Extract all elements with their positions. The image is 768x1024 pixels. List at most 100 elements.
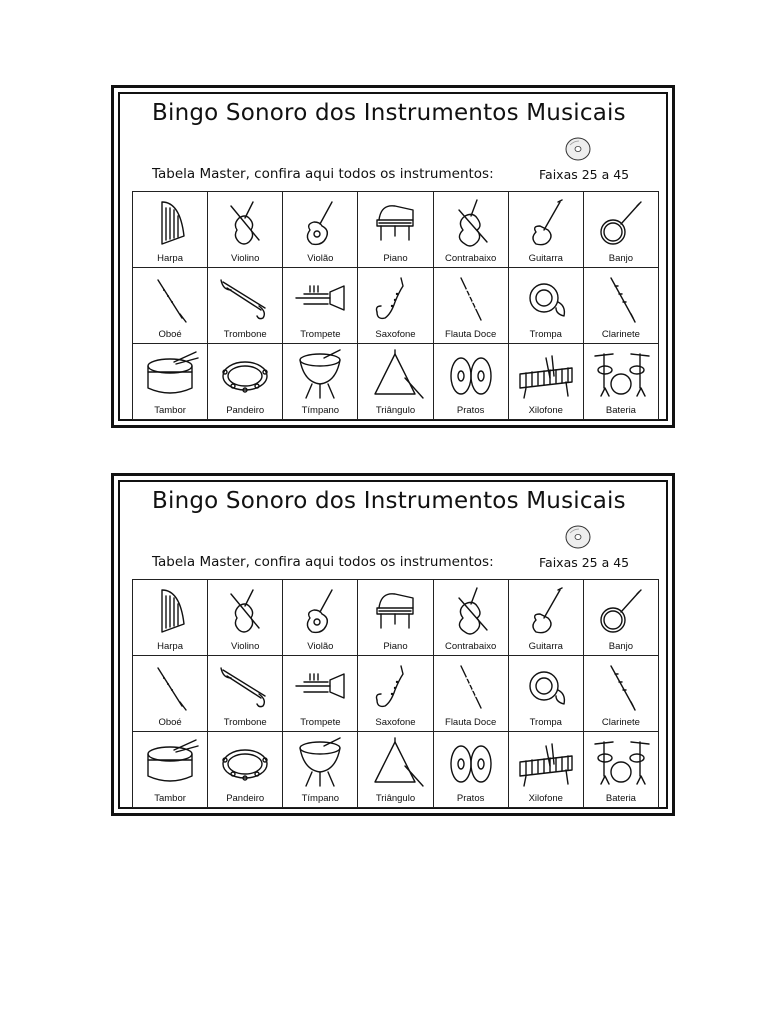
cd-disc-icon (565, 525, 591, 549)
instrument-cell-contrabaixo: Contrabaixo (433, 580, 509, 656)
saxophone-icon (376, 277, 405, 320)
card-title: Bingo Sonoro dos Instrumentos Musicais (152, 100, 626, 126)
instrument-cell-tambor: Tambor (133, 732, 209, 808)
card-title: Bingo Sonoro dos Instrumentos Musicais (152, 488, 626, 514)
trombone-icon (220, 279, 266, 320)
trumpet-icon (295, 285, 346, 311)
xylophone-icon (519, 743, 573, 787)
instrument-cell-piano: Piano (358, 192, 434, 268)
oboe-icon (157, 667, 187, 711)
instrument-cell-violino: Violino (208, 192, 284, 268)
instrument-label: Violino (231, 641, 260, 652)
instrument-cell-banjo: Banjo (583, 580, 659, 656)
timpani-icon (299, 349, 342, 399)
tambourine-icon (222, 749, 268, 781)
instrument-label: Clarinete (601, 717, 640, 728)
clarinet-icon (610, 665, 636, 711)
instrument-label: Piano (383, 253, 408, 264)
instrument-label: Tambor (154, 405, 186, 416)
instrument-label: Bateria (605, 793, 636, 804)
instrument-cell-guitarra: Guitarra (508, 192, 584, 268)
drum-kit-icon (594, 741, 650, 785)
instrument-cell-pandeiro: Pandeiro (208, 344, 284, 420)
instrument-cell-trompete: Trompete (283, 268, 359, 344)
banjo-icon (600, 589, 642, 633)
instrument-cell-trompa: Trompa (508, 656, 584, 732)
drum-icon (147, 351, 199, 394)
instrument-cell-bateria: Bateria (583, 344, 659, 420)
instrument-label: Trompete (300, 329, 341, 340)
triangle-icon (374, 349, 425, 399)
instrument-label: Pratos (456, 793, 485, 804)
instrument-label: Piano (383, 641, 408, 652)
instrument-label: Contrabaixo (445, 253, 497, 264)
instrument-label: Violino (231, 253, 260, 264)
cymbals-icon (449, 357, 492, 395)
instrument-cell-saxofone: Saxofone (358, 656, 434, 732)
instrument-cell-bateria: Bateria (583, 732, 659, 808)
double-bass-icon (457, 199, 488, 247)
instrument-label: Flauta Doce (445, 329, 497, 340)
card-border: Bingo Sonoro dos Instrumentos Musicais T… (118, 480, 668, 809)
triangle-icon (374, 737, 425, 787)
card-border: Bingo Sonoro dos Instrumentos Musicais T… (118, 92, 668, 421)
instrument-cell-clarinete: Clarinete (583, 268, 659, 344)
instrument-label: Oboé (158, 717, 182, 728)
harp-icon (161, 589, 185, 633)
instrument-cell-guitarra: Guitarra (508, 580, 584, 656)
drum-icon (147, 739, 199, 782)
instrument-cell-trombone: Trombone (208, 268, 284, 344)
instrument-label: Violão (307, 641, 334, 652)
electric-guitar-icon (532, 587, 563, 634)
instrument-label: Banjo (608, 253, 634, 264)
instrument-label: Tambor (154, 793, 186, 804)
instrument-cell-triângulo: Triângulo (358, 344, 434, 420)
instrument-cell-harpa: Harpa (133, 192, 209, 268)
instrument-cell-xilofone: Xilofone (508, 344, 584, 420)
instrument-label: Pandeiro (226, 793, 265, 804)
acoustic-guitar-icon (307, 201, 334, 246)
violin-icon (230, 589, 260, 633)
cd-disc-icon (565, 137, 591, 161)
clarinet-icon (610, 277, 636, 323)
instrument-cell-trombone: Trombone (208, 656, 284, 732)
instrument-cell-banjo: Banjo (583, 192, 659, 268)
french-horn-icon (529, 283, 565, 317)
tracks-range: Faixas 25 a 45 (539, 555, 630, 570)
card-subtitle: Tabela Master, confira aqui todos os ins… (152, 166, 494, 182)
instrument-label: Pandeiro (226, 405, 265, 416)
recorder-icon (459, 277, 482, 321)
instrument-label: Saxofone (375, 717, 416, 728)
drum-kit-icon (594, 353, 650, 397)
instrument-label: Trompa (529, 329, 562, 340)
instrument-label: Banjo (608, 641, 634, 652)
grand-piano-icon (376, 205, 415, 241)
saxophone-icon (376, 665, 405, 708)
double-bass-icon (457, 587, 488, 635)
instrument-label: Triângulo (375, 793, 416, 804)
instrument-cell-tímpano: Tímpano (283, 344, 359, 420)
instrument-cell-violino: Violino (208, 580, 284, 656)
instrument-cell-contrabaixo: Contrabaixo (433, 192, 509, 268)
cymbals-icon (449, 745, 492, 783)
instrument-cell-tímpano: Tímpano (283, 732, 359, 808)
instrument-label: Oboé (158, 329, 182, 340)
trumpet-icon (295, 673, 346, 699)
instrument-label: Clarinete (601, 329, 640, 340)
instrument-cell-violão: Violão (283, 580, 359, 656)
instrument-cell-flauta-doce: Flauta Doce (433, 268, 509, 344)
instrument-cell-xilofone: Xilofone (508, 732, 584, 808)
grand-piano-icon (376, 593, 415, 629)
instrument-cell-pandeiro: Pandeiro (208, 732, 284, 808)
instrument-label: Trompete (300, 717, 341, 728)
instrument-label: Harpa (157, 253, 183, 264)
instrument-label: Harpa (157, 641, 183, 652)
oboe-icon (157, 279, 187, 323)
instrument-cell-tambor: Tambor (133, 344, 209, 420)
instrument-cell-triângulo: Triângulo (358, 732, 434, 808)
bingo-card-2: Bingo Sonoro dos Instrumentos Musicais T… (111, 473, 675, 816)
trombone-icon (220, 667, 266, 708)
instrument-label: Bateria (605, 405, 636, 416)
